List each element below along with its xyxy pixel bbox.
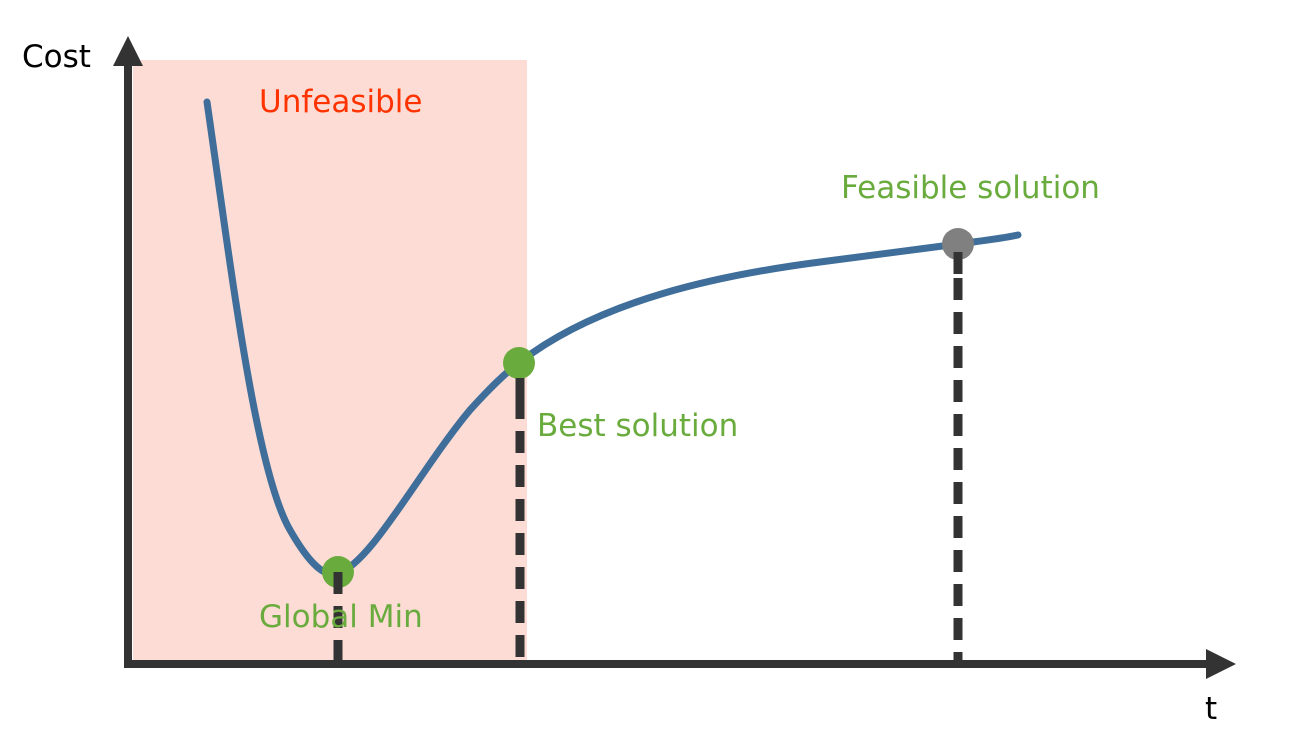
y-axis-arrowhead	[113, 36, 143, 66]
best-solution-label: Best solution	[537, 408, 738, 444]
x-axis-label: t	[1205, 691, 1217, 727]
x-axis-arrowhead	[1206, 649, 1236, 679]
unfeasible-region-label: Unfeasible	[259, 84, 422, 120]
cost-curve	[203, 98, 1022, 578]
best-solution-marker	[503, 347, 535, 379]
y-axis-label: Cost	[22, 39, 91, 75]
feasible-solution-label: Feasible solution	[841, 170, 1100, 206]
global-min-label: Global Min	[259, 599, 423, 635]
feasible-solution-marker	[942, 228, 974, 260]
